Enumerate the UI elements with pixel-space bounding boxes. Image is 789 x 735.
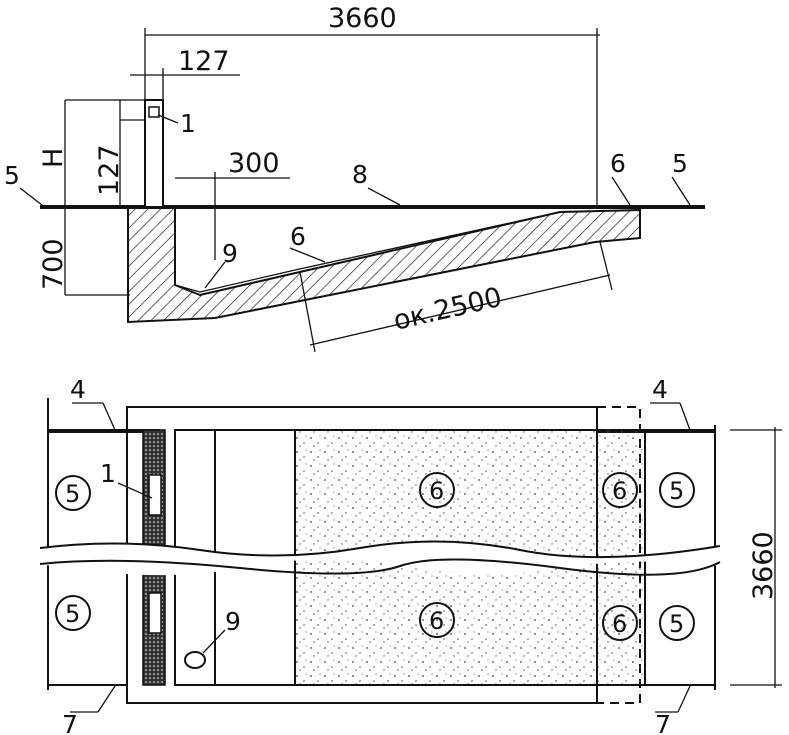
- zone-top-6-mid: 6: [429, 477, 444, 505]
- leader-4-left: [102, 402, 116, 431]
- leader-5-right: [671, 176, 691, 206]
- callout-7-left: 7: [62, 710, 78, 735]
- zone-labels-bottom: 5 6 6 5: [55, 595, 695, 641]
- pit-concrete: [127, 206, 641, 324]
- dim-plan-width-label: 3660: [748, 531, 779, 600]
- dim-total-label: 3660: [328, 3, 397, 34]
- callout-6-right: 6: [610, 149, 626, 178]
- break-line-bottom: [39, 558, 721, 576]
- dim-depth-label: 700: [38, 238, 69, 290]
- leader-1: [157, 114, 179, 124]
- leader-6-mid: [289, 247, 326, 263]
- dim-h-label: H: [38, 148, 69, 168]
- section-view: 3660 127 H 127 700 300 ок.2500: [4, 3, 705, 353]
- post-cap: [148, 106, 160, 118]
- callout-6-mid: 6: [290, 222, 306, 251]
- leader-7-left: [97, 685, 116, 713]
- dim-offset-label: 300: [228, 148, 280, 179]
- callout-8: 8: [352, 160, 368, 189]
- dim-ext-slope-right: [599, 241, 613, 291]
- leader-4-right: [679, 402, 691, 431]
- dim-top-label: 127: [94, 144, 125, 196]
- zone-bottom-6-right: 6: [612, 610, 627, 638]
- callout-1: 1: [180, 109, 196, 138]
- slab-top-line: [174, 211, 561, 293]
- zone-bottom-6-mid: 6: [429, 607, 444, 635]
- plan-view: 5 6 6 5 5 6 6 5 9 1 4: [39, 375, 782, 735]
- break-line-top: [39, 540, 721, 559]
- post-slot-bottom: [148, 592, 162, 634]
- callout-4-right: 4: [652, 375, 668, 404]
- drain-hole: [184, 651, 206, 669]
- dim-width-label: 127: [178, 46, 230, 77]
- zone-labels-top: 5 6 6 5: [55, 472, 695, 511]
- callout-7-right: 7: [655, 710, 671, 735]
- leader-8: [367, 187, 401, 206]
- callout-9-plan: 9: [225, 607, 241, 636]
- leader-6-right: [611, 176, 631, 206]
- zone-top-5-left: 5: [65, 480, 80, 508]
- zone-bottom-5-right: 5: [669, 610, 684, 638]
- leader-7-right: [677, 685, 691, 713]
- callout-5-left: 5: [4, 161, 20, 190]
- callout-5-right: 5: [672, 149, 688, 178]
- dim-slope-label: ок.2500: [391, 282, 505, 337]
- zone-top-6-right: 6: [612, 477, 627, 505]
- zone-top-5-right: 5: [669, 477, 684, 505]
- dim-ext-slope-left: [299, 271, 316, 353]
- callout-9: 9: [222, 239, 238, 268]
- leader-5-left: [19, 187, 43, 206]
- callout-1-plan: 1: [100, 459, 116, 488]
- post-slot-top: [148, 474, 162, 516]
- pit-extension-dashed: [597, 406, 641, 704]
- leader-1-plan: [117, 482, 153, 499]
- callout-4-left: 4: [70, 375, 86, 404]
- leader-9-plan: [202, 629, 226, 654]
- zone-bottom-5-left: 5: [65, 600, 80, 628]
- leader-9: [204, 261, 226, 289]
- dim-line-slope: [309, 274, 611, 346]
